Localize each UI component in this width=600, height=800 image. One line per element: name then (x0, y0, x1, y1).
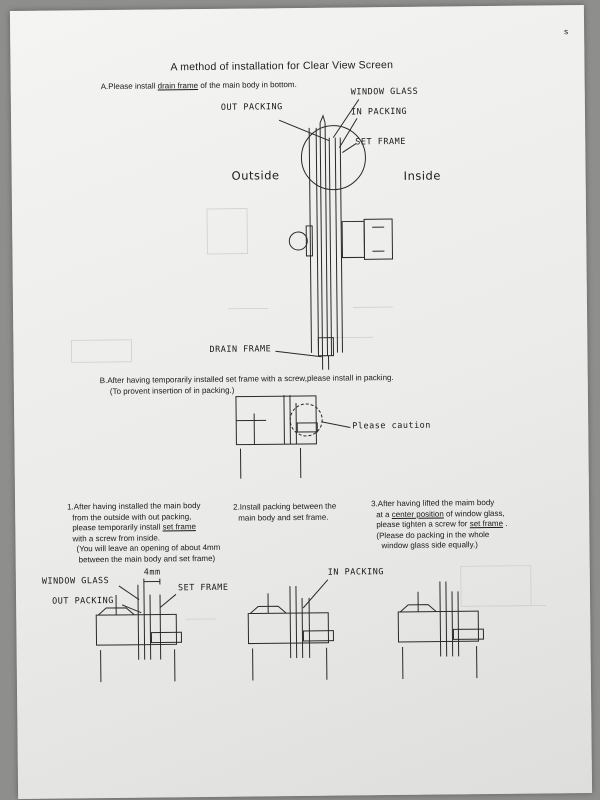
step-2-line1: 2.Install packing between the (233, 501, 337, 512)
step-a-prefix: A.Please install (100, 81, 158, 92)
step-2-line2: main body and set frame. (238, 512, 329, 523)
label-out-packing-1: OUT PACKING (52, 595, 114, 607)
step-3-line3-suffix: . (502, 518, 508, 528)
step-3-line3-prefix: please tighten a screw for (376, 519, 470, 530)
step-1-line6: between the main body and set frame) (78, 553, 216, 564)
step-3-text: 3.After having lifted the maim body at a… (371, 498, 508, 552)
step-1-text: 1.After having installed the main body f… (67, 501, 220, 566)
diagram-2-section (247, 579, 335, 681)
label-window-glass-1: WINDOW GLASS (41, 576, 110, 587)
instruction-sheet: s A method of installation for Clear Vie… (9, 5, 593, 799)
label-window-glass-a: WINDOW GLASS (350, 86, 419, 98)
label-out-packing-a: OUT PACKING (220, 102, 283, 113)
label-inside: Inside (403, 168, 441, 183)
page-mark: s (564, 27, 569, 37)
step-3-line5: window glass side equally.) (381, 540, 478, 551)
diagram-3-section (397, 581, 484, 679)
step-3-line3-underlined: set frame (469, 518, 504, 529)
step-1-line3-prefix: please temporarily install (72, 522, 163, 533)
step-a-text: A.Please install drain frame of the main… (101, 80, 297, 93)
step-3-line2-suffix: of window glass, (443, 508, 505, 519)
line-drawings (70, 99, 547, 683)
step-a-underlined: drain frame (157, 81, 199, 91)
step-a-suffix: of the main body in bottom. (198, 80, 297, 91)
diagram-b-section (235, 395, 351, 479)
label-4mm: 4mm (143, 567, 161, 578)
step-3-line3: please tighten a screw for set frame . (371, 519, 507, 531)
label-outside: Outside (231, 168, 280, 183)
step-3-line4: (Please do packing in the whole (376, 529, 490, 540)
show-through-artwork (70, 208, 547, 620)
step-3-line2-prefix: at a (376, 509, 392, 519)
diagram-a-section (275, 99, 394, 370)
step-1-line1: 1.After having installed the main body (67, 501, 201, 512)
label-please-caution: Please caution (352, 420, 431, 432)
step-3-line2-underlined: center position (391, 509, 444, 519)
label-set-frame-a: SET FRAME (355, 136, 406, 148)
diagram-1-section (95, 578, 183, 683)
page-title: A method of installation for Clear View … (170, 59, 394, 74)
label-in-packing-2: IN PACKING (327, 567, 385, 578)
step-b-line2: (To provent insertion of in packing.) (109, 385, 235, 397)
label-in-packing-a: IN PACKING (350, 106, 408, 118)
step-2-text: 2.Install packing between the main body … (233, 502, 336, 524)
label-drain-frame: DRAIN FRAME (209, 344, 272, 355)
step-1-line3-underlined: set frame (162, 522, 196, 532)
label-set-frame-1: SET FRAME (177, 582, 229, 594)
